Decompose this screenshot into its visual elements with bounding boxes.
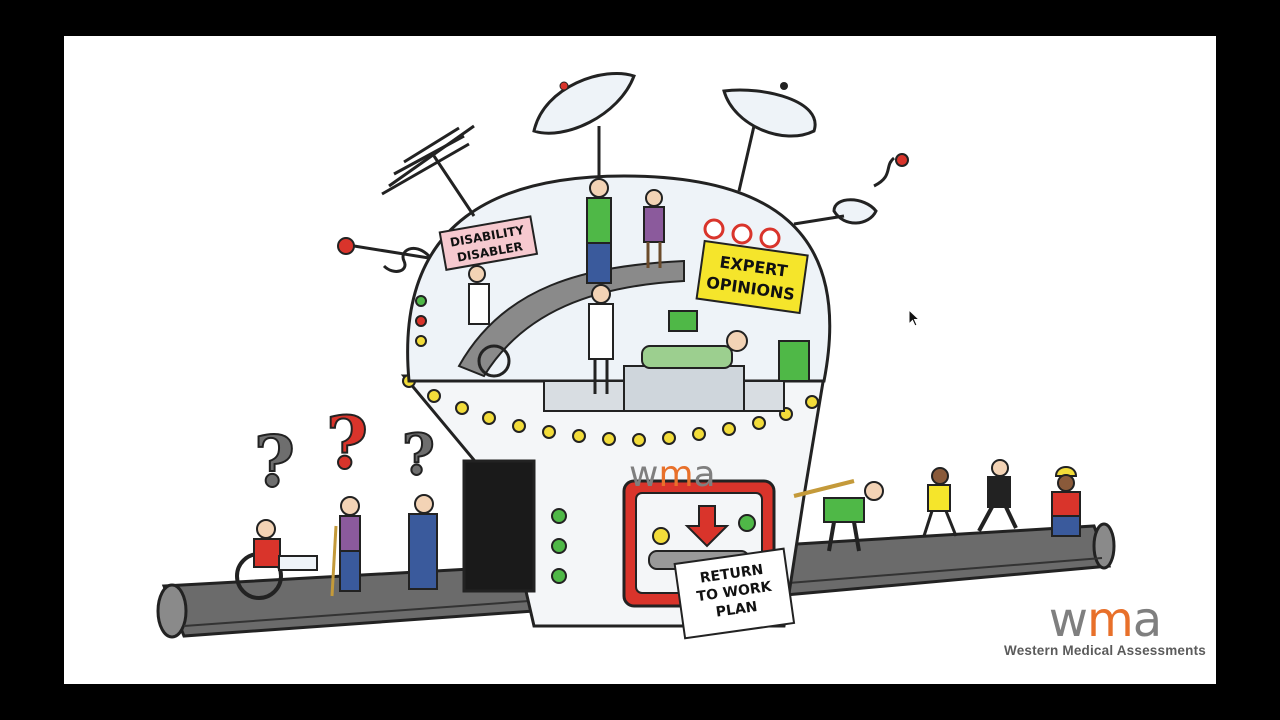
slide: RETURN TO WORK PLAN wma [64,36,1216,684]
person-in-suit [408,494,438,590]
person-in-wheelchair [235,519,318,600]
green-buttons [551,508,567,584]
crutch-icon [793,479,855,498]
cartoon-illustration: RETURN TO WORK PLAN wma [156,71,1116,640]
expert-opinions-sign: EXPERT OPINIONS [695,239,809,315]
machine-entrance [462,459,536,593]
arrow-down-icon [684,505,730,548]
monitor [778,340,810,382]
machine-logo: wma [629,454,716,495]
satellite-dish-icon [532,71,636,176]
person-with-crutches [330,496,361,597]
question-mark: ? [254,420,295,503]
company-logo: wma Western Medical Assessments [1004,592,1206,658]
rtw-line-3: PLAN [715,599,759,621]
person-yellow-shirt [922,467,958,537]
person-businessman [977,459,1018,532]
person-green-shirt [793,479,884,552]
patient-bed [623,365,745,412]
mouse-pointer-icon [908,309,921,327]
satellite-dish-icon [722,82,817,192]
logo-company-name: Western Medical Assessments [1004,643,1206,658]
conveyor-belt-left [156,564,536,639]
logo-wordmark: wma [1048,592,1162,648]
disability-disabler-sign: DISABILITY DISABLER [438,215,539,272]
wheelchair-icon [468,265,511,378]
return-to-work-plan-paper: RETURN TO WORK PLAN [673,547,796,640]
question-mark: ? [326,400,368,485]
antenna-icon [337,237,431,273]
antenna-icon [381,124,476,217]
satellite-dish-icon [793,153,909,226]
gauges [703,218,781,249]
doctor-figure [588,284,614,394]
green-coat-figure [586,178,612,284]
question-mark: ? [402,422,435,488]
crutch-icon [330,525,338,597]
light-ring [402,374,819,447]
person-hard-hat [1051,466,1081,537]
elderly-figure [643,189,665,268]
monitor [668,310,698,332]
side-lights [415,295,427,347]
machine-base: RETURN TO WORK PLAN wma [400,374,826,640]
